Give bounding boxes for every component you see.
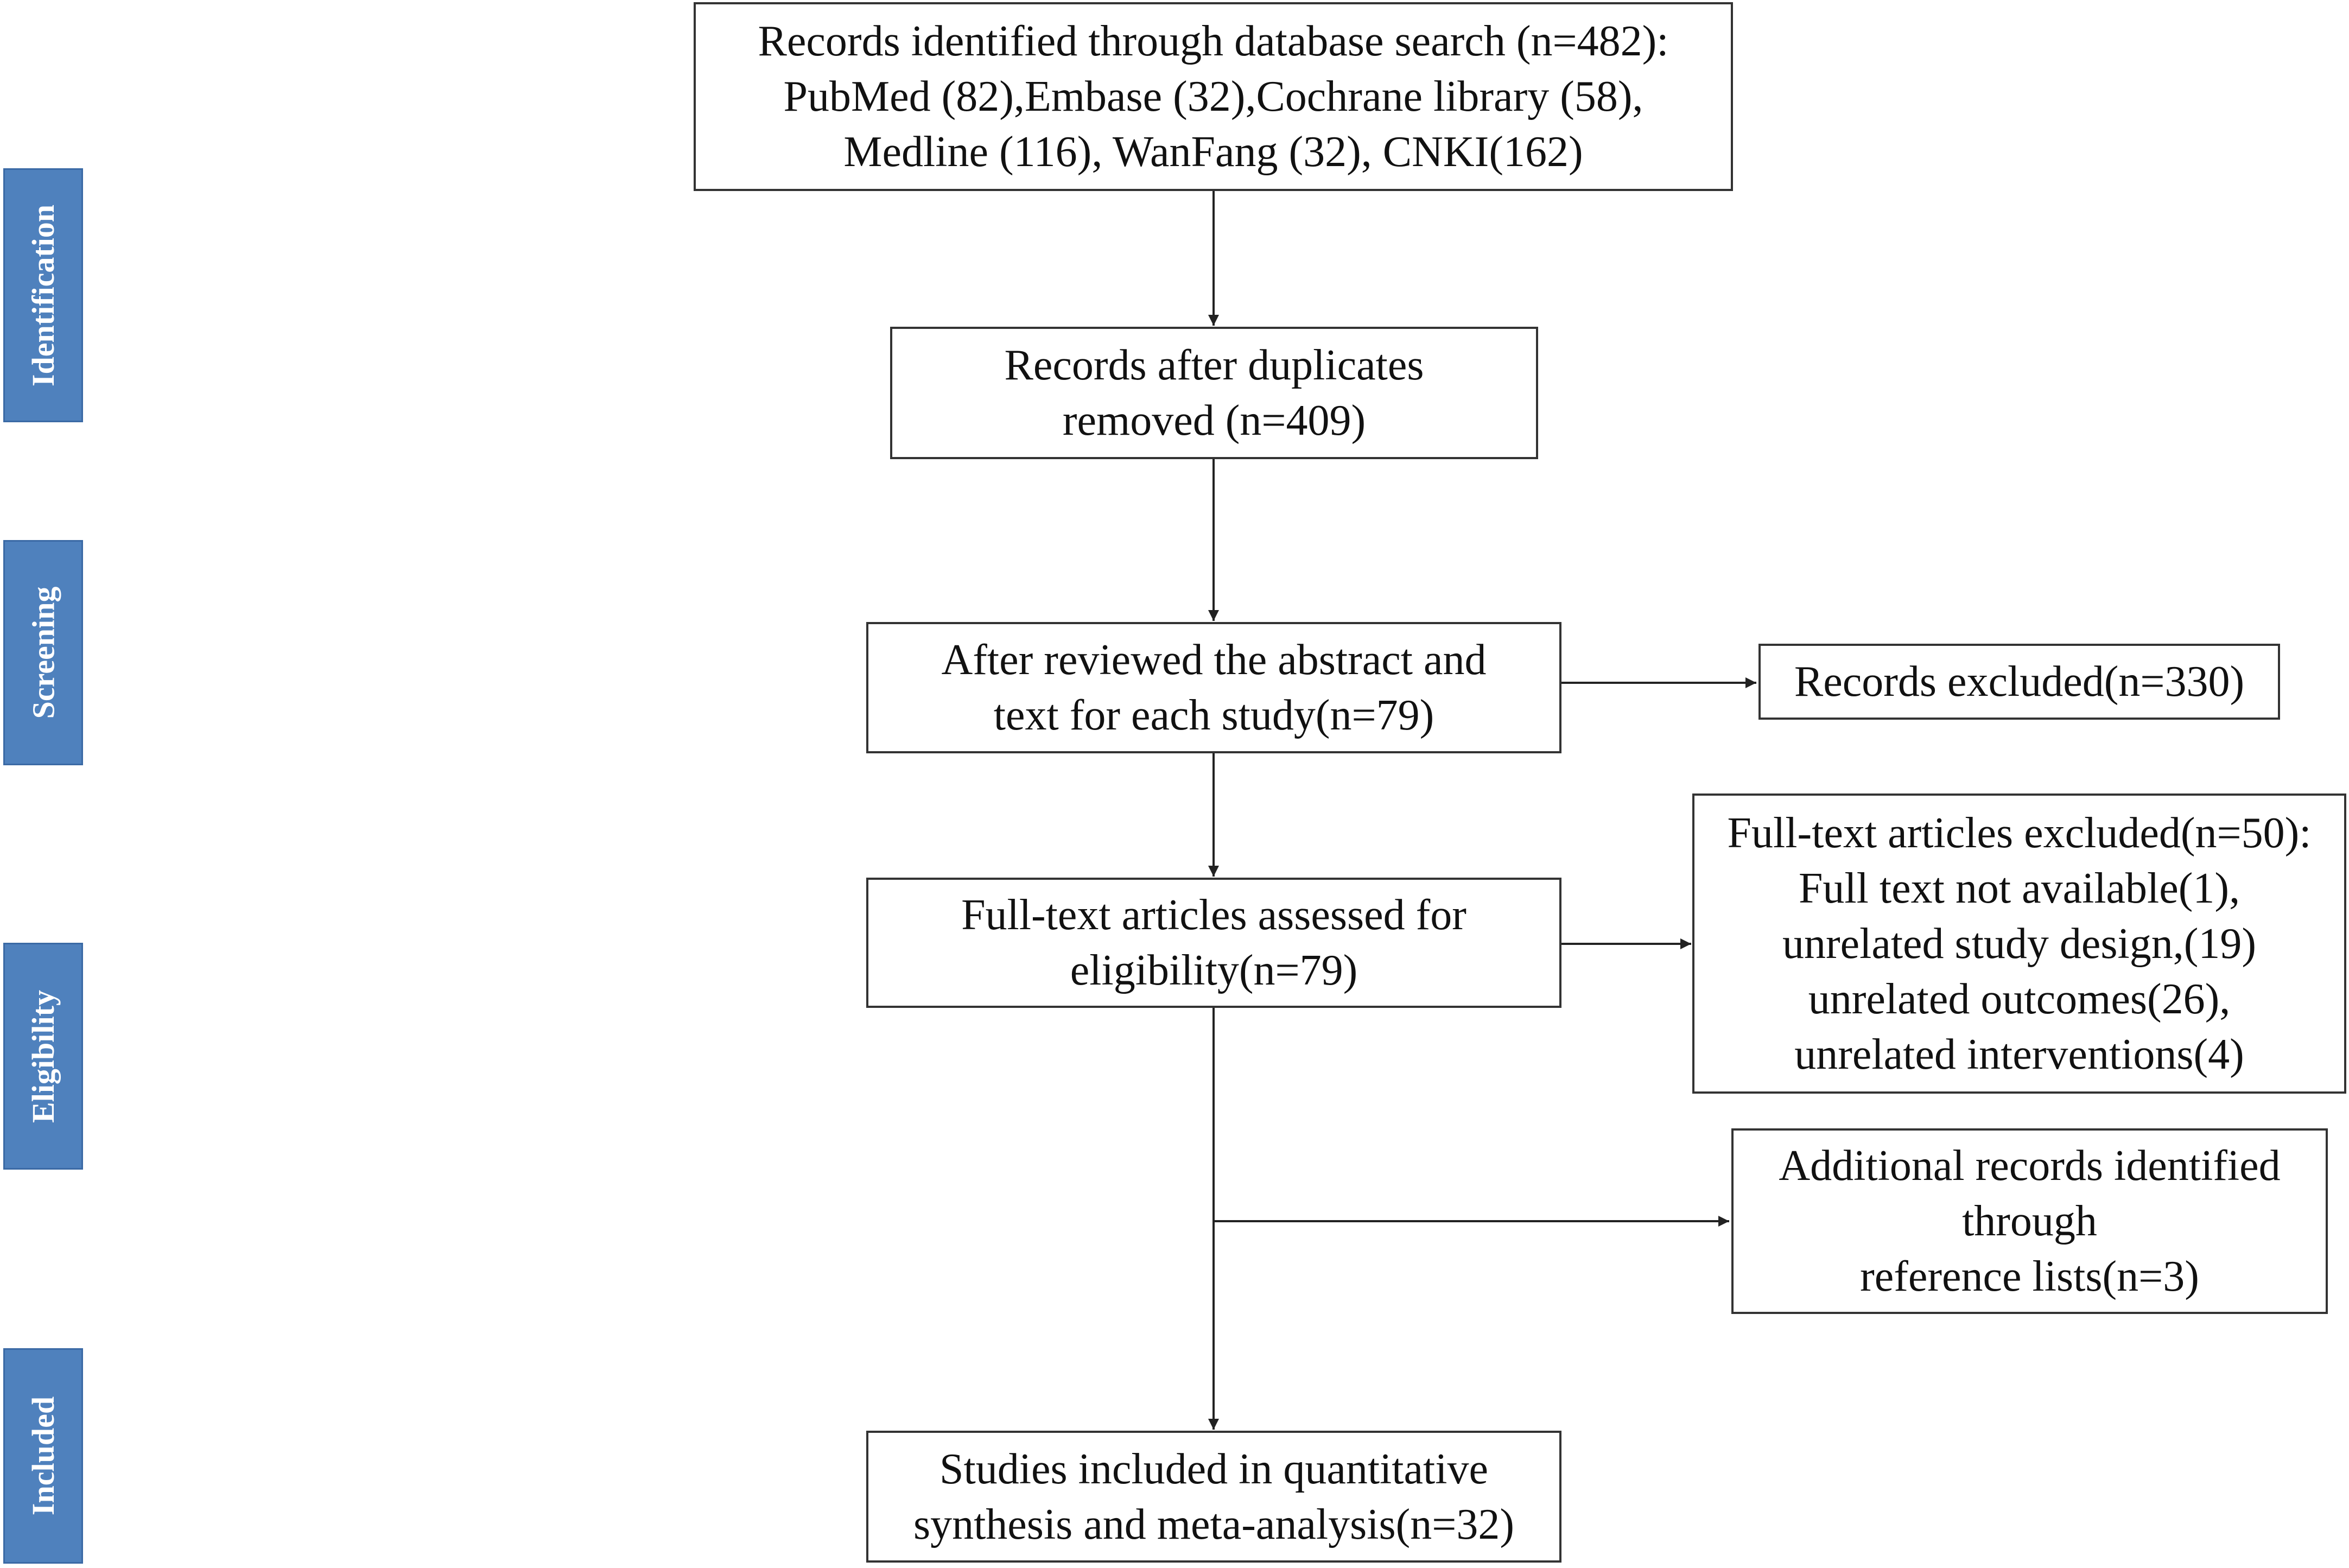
abstract-review-line-1: After reviewed the abstract and: [941, 636, 1487, 684]
records-excluded-line-1: Records excluded(n=330): [1794, 658, 2245, 706]
additional-records-line-2: through: [1962, 1197, 2097, 1245]
stage-tab-identification: Identification: [3, 168, 83, 422]
database-search-line-3: Medline (116), WanFang (32), CNKI(162): [843, 128, 1583, 176]
full-text-excluded-line-5: unrelated interventions(4): [1794, 1030, 2244, 1078]
box-studies-included: Studies included in quantitative synthes…: [866, 1431, 1561, 1563]
box-duplicates-removed: Records after duplicates removed (n=409): [890, 327, 1538, 459]
box-full-text-assessed: Full-text articles assessed for eligibil…: [866, 878, 1561, 1008]
additional-records-line-1: Additional records identified: [1779, 1142, 2281, 1190]
box-additional-records: Additional records identified through re…: [1731, 1128, 2328, 1314]
duplicates-removed-line-2: removed (n=409): [1062, 397, 1366, 445]
stage-tab-included: Included: [3, 1348, 83, 1564]
full-text-excluded-line-1: Full-text articles excluded(n=50):: [1727, 809, 2312, 857]
full-text-excluded-line-4: unrelated outcomes(26),: [1808, 975, 2231, 1023]
full-text-excluded-line-2: Full text not available(1),: [1798, 864, 2240, 912]
box-full-text-excluded: Full-text articles excluded(n=50): Full …: [1692, 793, 2346, 1094]
stage-tab-screening: Screening: [3, 540, 83, 765]
full-text-assessed-line-2: eligibility(n=79): [1070, 947, 1358, 994]
abstract-review-line-2: text for each study(n=79): [993, 691, 1434, 739]
database-search-line-2: PubMed (82),Embase (32),Cochrane library…: [783, 73, 1643, 120]
full-text-assessed-line-1: Full-text articles assessed for: [961, 891, 1466, 939]
full-text-excluded-line-3: unrelated study design,(19): [1782, 919, 2257, 968]
box-records-excluded: Records excluded(n=330): [1758, 644, 2280, 720]
database-search-line-1: Records identified through database sear…: [758, 17, 1669, 65]
duplicates-removed-line-1: Records after duplicates: [1004, 341, 1424, 389]
additional-records-line-3: reference lists(n=3): [1860, 1253, 2199, 1300]
studies-included-line-1: Studies included in quantitative: [939, 1445, 1488, 1493]
box-abstract-review: After reviewed the abstract and text for…: [866, 622, 1561, 753]
studies-included-line-2: synthesis and meta-analysis(n=32): [913, 1500, 1515, 1548]
stage-tab-eligibility: Eligibility: [3, 943, 83, 1170]
box-database-search: Records identified through database sear…: [694, 2, 1733, 191]
